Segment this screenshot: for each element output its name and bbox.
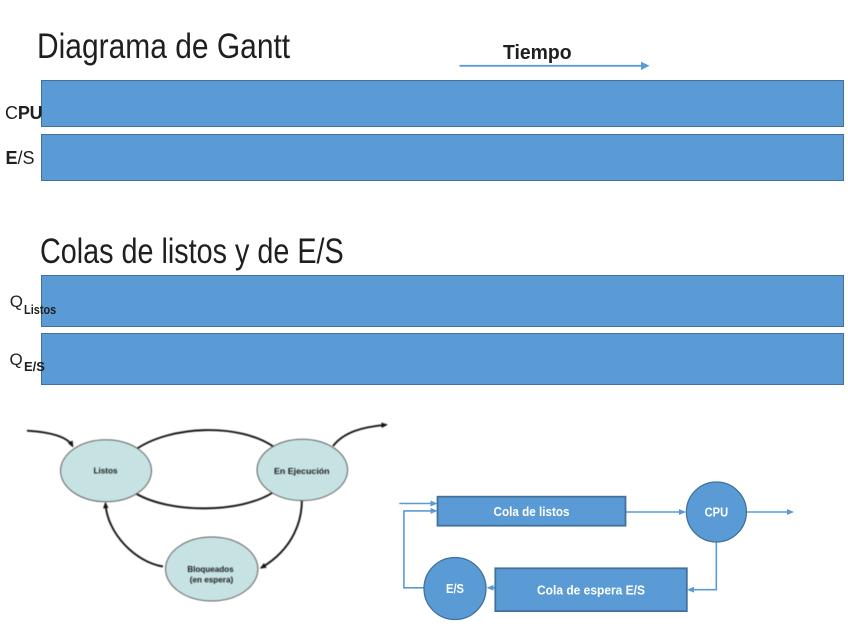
svg-text:Listos: Listos <box>93 466 118 475</box>
svg-text:En Ejecución: En Ejecución <box>274 467 330 476</box>
svg-text:(en espera): (en espera) <box>190 576 234 585</box>
svg-text:CPU: CPU <box>705 506 729 520</box>
svg-text:E/S: E/S <box>446 582 464 596</box>
svg-text:Cola de listos: Cola de listos <box>494 504 570 519</box>
svg-text:Bloqueados: Bloqueados <box>187 565 234 574</box>
svg-text:Cola de espera E/S: Cola de espera E/S <box>537 583 645 598</box>
